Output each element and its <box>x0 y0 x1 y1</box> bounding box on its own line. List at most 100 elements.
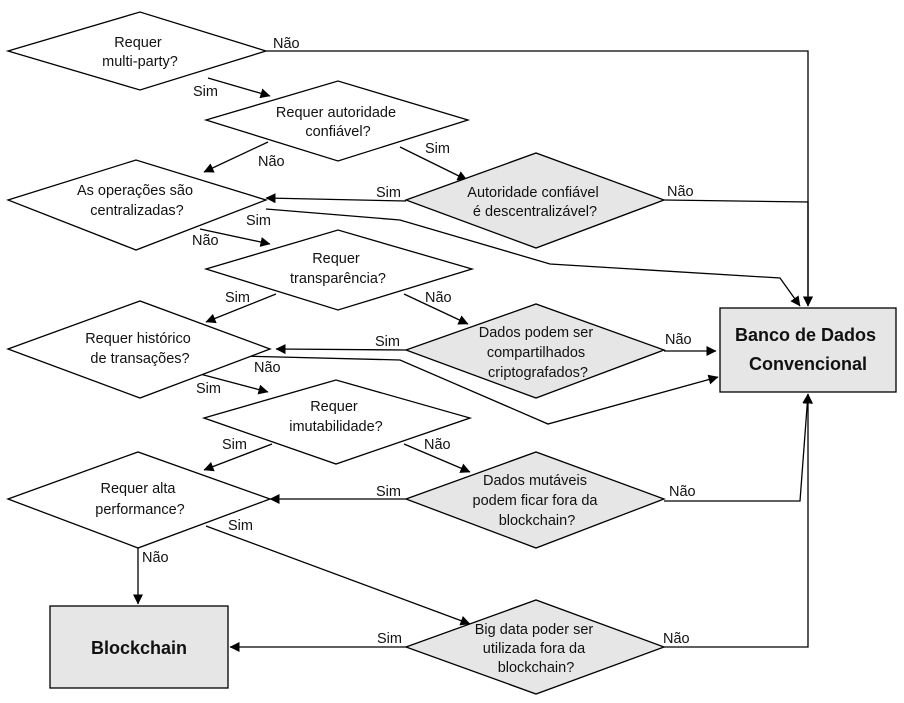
decision-imutabilidade: Requer imutabilidade? <box>201 379 473 465</box>
node-text: Requer alta <box>101 481 177 497</box>
node-text: As operações são <box>77 183 193 199</box>
node-text: transparência? <box>290 271 386 287</box>
node-text: de transações? <box>90 351 189 367</box>
edge-label-sim: Sim <box>225 290 250 306</box>
decision-shape <box>203 229 475 311</box>
edge-d10-nao-banco <box>664 393 813 502</box>
node-text: confiável? <box>305 124 370 140</box>
edge-label-sim: Sim <box>377 631 402 647</box>
edge-label-sim: Sim <box>196 381 221 397</box>
svg-text:As operações são central: As operações são centralizadas? <box>77 183 197 219</box>
edge-d4-nao-banco <box>663 199 813 307</box>
edge-label-nao: Não <box>273 36 300 52</box>
svg-text:Requer histórico de tran: Requer histórico de transações? <box>85 331 195 367</box>
svg-text:Autoridade confiável é d: Autoridade confiável é descentralizável? <box>467 185 602 220</box>
edge-d8-nao-d10 <box>403 443 471 473</box>
edge-d6-sim-d8 <box>199 373 269 395</box>
decision-dados-mutaveis: Dados mutáveis podem ficar fora da block… <box>404 451 666 549</box>
decision-shape <box>5 11 269 91</box>
decision-autoridade-descentralizavel: Autoridade confiável é descentralizável? <box>404 152 666 249</box>
edge-label-nao: Não <box>258 154 285 170</box>
svg-text:Requer imutabilidade?: Requer imutabilidade? <box>289 399 383 435</box>
edge-d8-sim-d9 <box>203 443 273 472</box>
decision-autoridade-confiavel: Requer autoridade confiável? <box>203 80 471 162</box>
node-text: Dados mutáveis <box>483 473 587 489</box>
terminal-blockchain: Blockchain <box>49 605 229 689</box>
node-text: utilizada fora da <box>483 641 586 657</box>
edge-label-sim: Sim <box>425 141 450 157</box>
decision-shape <box>6 159 268 251</box>
terminal-shape <box>719 307 897 393</box>
decision-big-data: Big data poder ser utilizada fora da blo… <box>404 599 666 695</box>
edge-d3-sim-banco <box>265 208 801 307</box>
edge-d3-nao-d5 <box>199 228 271 247</box>
decision-shape <box>201 379 473 465</box>
decision-shape <box>6 300 272 399</box>
decision-shape <box>404 599 666 695</box>
node-text: Requer <box>114 35 162 51</box>
terminal-banco-de-dados: Banco de Dados Convencional <box>719 307 897 393</box>
edge-label-sim: Sim <box>375 334 400 350</box>
edge-label-nao: Não <box>424 437 451 453</box>
decision-dados-criptografados: Dados podem ser compartilhados criptogra… <box>404 303 666 399</box>
decision-historico-transacoes: Requer histórico de transações? <box>6 300 272 399</box>
node-text: Requer <box>310 399 358 415</box>
decision-shape <box>404 303 666 399</box>
node-text: Convencional <box>749 354 867 374</box>
edge-label-sim: Sim <box>193 84 218 100</box>
node-text: Requer <box>312 251 360 267</box>
node-text: imutabilidade? <box>289 419 383 435</box>
edge-label-nao: Não <box>663 631 690 647</box>
edge-label-nao: Não <box>192 233 219 249</box>
decision-shape <box>6 451 272 549</box>
node-text: compartilhados <box>487 345 585 361</box>
decision-shape <box>404 152 666 249</box>
edge-d4-sim-d3 <box>265 193 407 204</box>
node-text: Banco de Dados <box>735 325 876 345</box>
edge-label-nao: Não <box>425 290 452 306</box>
svg-text:Banco de Dados Convencio: Banco de Dados Convencional <box>735 325 881 374</box>
node-text: multi-party? <box>102 54 178 70</box>
decision-multi-party: Requer multi-party? <box>5 11 269 91</box>
svg-text:Big data poder ser utili: Big data poder ser utilizada fora da blo… <box>475 622 598 676</box>
decision-transparencia: Requer transparência? <box>203 229 475 311</box>
edge-label-sim: Sim <box>222 437 247 453</box>
node-text: blockchain? <box>498 660 575 676</box>
node-text: blockchain? <box>499 513 576 529</box>
node-text: criptografados? <box>488 365 588 381</box>
edge-d2-sim-d4 <box>399 146 468 181</box>
node-text: Requer autoridade <box>276 105 396 121</box>
decision-alta-performance: Requer alta performance? <box>6 451 272 549</box>
edge-d5-nao-d7 <box>403 293 469 325</box>
edge-d1-sim-d2 <box>207 77 271 99</box>
terminal-shape <box>49 605 229 689</box>
svg-text:Dados mutáveis podem fic: Dados mutáveis podem ficar fora da block… <box>473 473 602 529</box>
edge-d9-sim-d11 <box>205 525 471 626</box>
edge-d5-sim-d6 <box>205 293 277 324</box>
edge-d7-sim-d6 <box>275 344 407 355</box>
edge-label-nao: Não <box>669 484 696 500</box>
decision-shape <box>203 80 471 162</box>
svg-text:Requer alta performance?: Requer alta performance? <box>95 481 184 518</box>
edge-label-sim: Sim <box>228 518 253 534</box>
node-text: Blockchain <box>91 638 187 658</box>
decision-shape <box>404 451 666 549</box>
edge-label-nao: Não <box>254 360 281 376</box>
node-text: é descentralizável? <box>473 204 597 220</box>
edge-label-sim: Sim <box>246 213 271 229</box>
svg-text:Requer autoridade confiá: Requer autoridade confiável? <box>276 105 400 140</box>
edges <box>133 50 813 652</box>
node-text: podem ficar fora da <box>473 493 599 509</box>
edge-d6-nao-banco <box>239 355 719 425</box>
node-text: performance? <box>95 502 184 518</box>
node-text: Autoridade confiável <box>467 185 598 201</box>
decision-operacoes-centralizadas: As operações são centralizadas? <box>6 159 268 251</box>
node-text: centralizadas? <box>90 203 184 219</box>
node-text: Requer histórico <box>85 331 191 347</box>
svg-text:Dados podem ser comparti: Dados podem ser compartilhados criptogra… <box>479 325 597 381</box>
node-text: Big data poder ser <box>475 622 594 638</box>
edge-label-sim: Sim <box>376 484 401 500</box>
edge-d11-nao-banco <box>664 393 813 648</box>
svg-text:Requer transparência?: Requer transparência? <box>290 251 386 287</box>
